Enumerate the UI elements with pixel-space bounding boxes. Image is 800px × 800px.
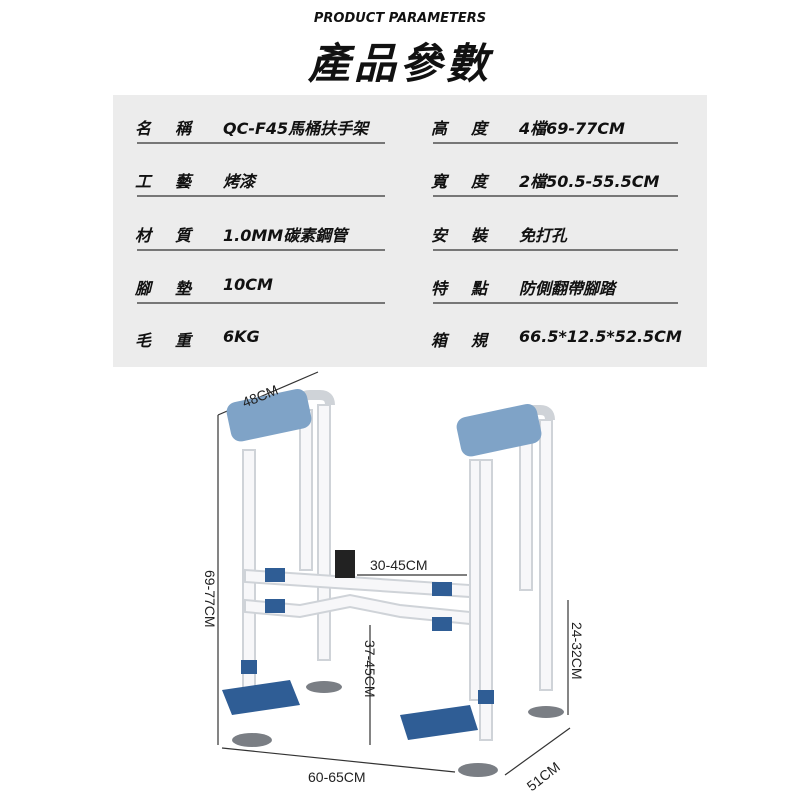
- spec-label: 名: [135, 119, 152, 138]
- spec-value: 6KG: [223, 327, 260, 346]
- row-divider: [137, 142, 385, 144]
- page-title: 產品參數: [307, 39, 492, 88]
- spec-label: 毛: [135, 331, 152, 350]
- row-divider: [433, 195, 678, 197]
- row-divider: [137, 195, 385, 197]
- spec-value: 66.5*12.5*52.5CM: [519, 327, 682, 346]
- spec-label: 材: [135, 226, 152, 245]
- right-armrest: [456, 403, 542, 457]
- product-illustration: 48CM 69-77CM 30-45CM 37-45CM 24-32CM 60-…: [202, 371, 585, 795]
- spec-label: 箱: [431, 331, 448, 350]
- dim-height: 69-77CM: [202, 570, 218, 628]
- dimension-lines: [217, 371, 571, 776]
- spec-label: 寬: [431, 172, 448, 191]
- left-armrest: [226, 388, 312, 442]
- dim-base-depth: 51CM: [524, 759, 563, 795]
- right-foot-pedal: [400, 705, 478, 740]
- spec-value: 4檔69-77CM: [519, 119, 625, 138]
- spec-label: 墊: [175, 279, 192, 298]
- spec-value: 1.0MM碳素鋼管: [223, 226, 348, 245]
- spec-label: 質: [175, 226, 192, 245]
- frame-joints: [241, 568, 494, 704]
- row-divider: [433, 142, 678, 144]
- spec-label: 規: [471, 331, 488, 350]
- spec-label: 重: [175, 331, 192, 350]
- row-divider: [433, 249, 678, 251]
- row-divider: [137, 302, 385, 304]
- spec-value: 烤漆: [223, 172, 256, 191]
- dim-leg-height: 24-32CM: [569, 622, 585, 680]
- dim-seat-height: 37-45CM: [362, 640, 378, 698]
- spec-label: 稱: [175, 119, 192, 138]
- spec-label: 特: [431, 279, 448, 298]
- spec-value: 2檔50.5-55.5CM: [519, 172, 660, 191]
- spec-label: 度: [471, 119, 488, 138]
- spec-label: 度: [471, 172, 488, 191]
- left-foot-pedal: [222, 680, 300, 715]
- spec-label: 點: [471, 279, 488, 298]
- row-divider: [433, 302, 678, 304]
- spec-label: 高: [431, 119, 448, 138]
- side-pad: [335, 550, 355, 578]
- frame: [242, 390, 555, 741]
- dim-inner-width: 30-45CM: [370, 557, 428, 573]
- spec-value: 防側翻帶腳踏: [519, 279, 616, 298]
- spec-panel: 名 稱 QC-F45馬桶扶手架工 藝 烤漆材 質 1.0MM碳素鋼管腳 墊 10CM 毛 重 6KG 高…: [113, 95, 707, 367]
- spec-label: 藝: [175, 172, 192, 191]
- row-divider: [137, 249, 385, 251]
- spec-value: 10CM: [223, 275, 273, 294]
- spec-value: QC-F45馬桶扶手架: [223, 119, 369, 138]
- spec-label: 腳: [135, 279, 152, 298]
- subtitle: PRODUCT PARAMETERS: [313, 11, 487, 26]
- spec-label: 工: [135, 172, 152, 191]
- spec-value: 免打孔: [519, 226, 568, 245]
- rubber-feet: [232, 681, 564, 777]
- dim-width: 60-65CM: [308, 769, 366, 785]
- spec-label: 裝: [471, 226, 488, 245]
- spec-label: 安: [431, 226, 448, 245]
